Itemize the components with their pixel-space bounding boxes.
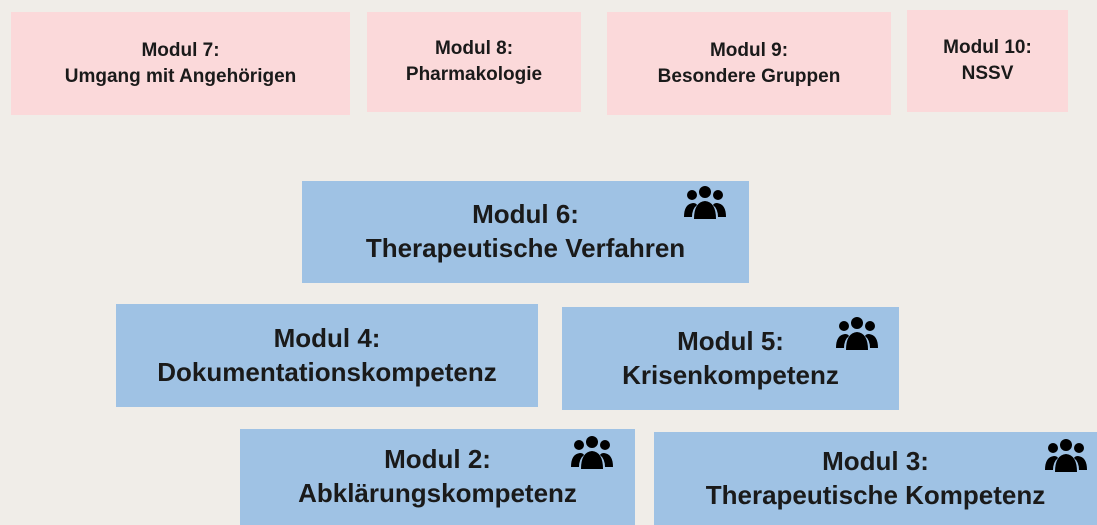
module-8-box: Modul 8: Pharmakologie: [367, 12, 581, 112]
module-7-number: Modul 7:: [141, 39, 220, 61]
group-icon: [1045, 438, 1087, 474]
module-6-title: Therapeutische Verfahren: [365, 233, 686, 263]
module-8-title: Pharmakologie: [405, 64, 543, 85]
module-9-number: Modul 9:: [709, 39, 789, 61]
group-icon: [684, 185, 726, 221]
module-10-title: NSSV: [961, 63, 1014, 84]
module-2-number: Modul 2:: [384, 444, 491, 475]
module-7-box: Modul 7: Umgang mit Angehörigen: [11, 12, 350, 115]
group-icon: [571, 435, 613, 471]
module-8-number: Modul 8:: [434, 38, 514, 60]
module-2-box: Modul 2: Abklärungskompetenz: [240, 429, 635, 525]
module-2-title: Abklärungskompetenz: [298, 478, 577, 508]
module-9-box: Modul 9: Besondere Gruppen: [607, 12, 891, 115]
module-10-number: Modul 10:: [943, 37, 1032, 59]
module-3-number: Modul 3:: [822, 445, 929, 476]
module-4-title: Dokumentationskompetenz: [157, 356, 497, 387]
group-icon: [836, 316, 878, 352]
module-3-box: Modul 3: Therapeutische Kompetenz: [654, 432, 1097, 525]
module-5-title: Krisenkompetenz: [622, 359, 839, 390]
module-6-number: Modul 6:: [472, 199, 579, 230]
module-7-title: Umgang mit Angehörigen: [64, 65, 297, 87]
module-9-title: Besondere Gruppen: [657, 65, 841, 87]
module-5-number: Modul 5:: [677, 325, 784, 356]
module-3-title: Therapeutische Kompetenz: [705, 479, 1046, 510]
module-6-box: Modul 6: Therapeutische Verfahren: [302, 181, 749, 283]
module-4-box: Modul 4: Dokumentationskompetenz: [116, 304, 538, 407]
module-10-box: Modul 10: NSSV: [907, 10, 1068, 112]
module-4-number: Modul 4:: [273, 322, 381, 353]
